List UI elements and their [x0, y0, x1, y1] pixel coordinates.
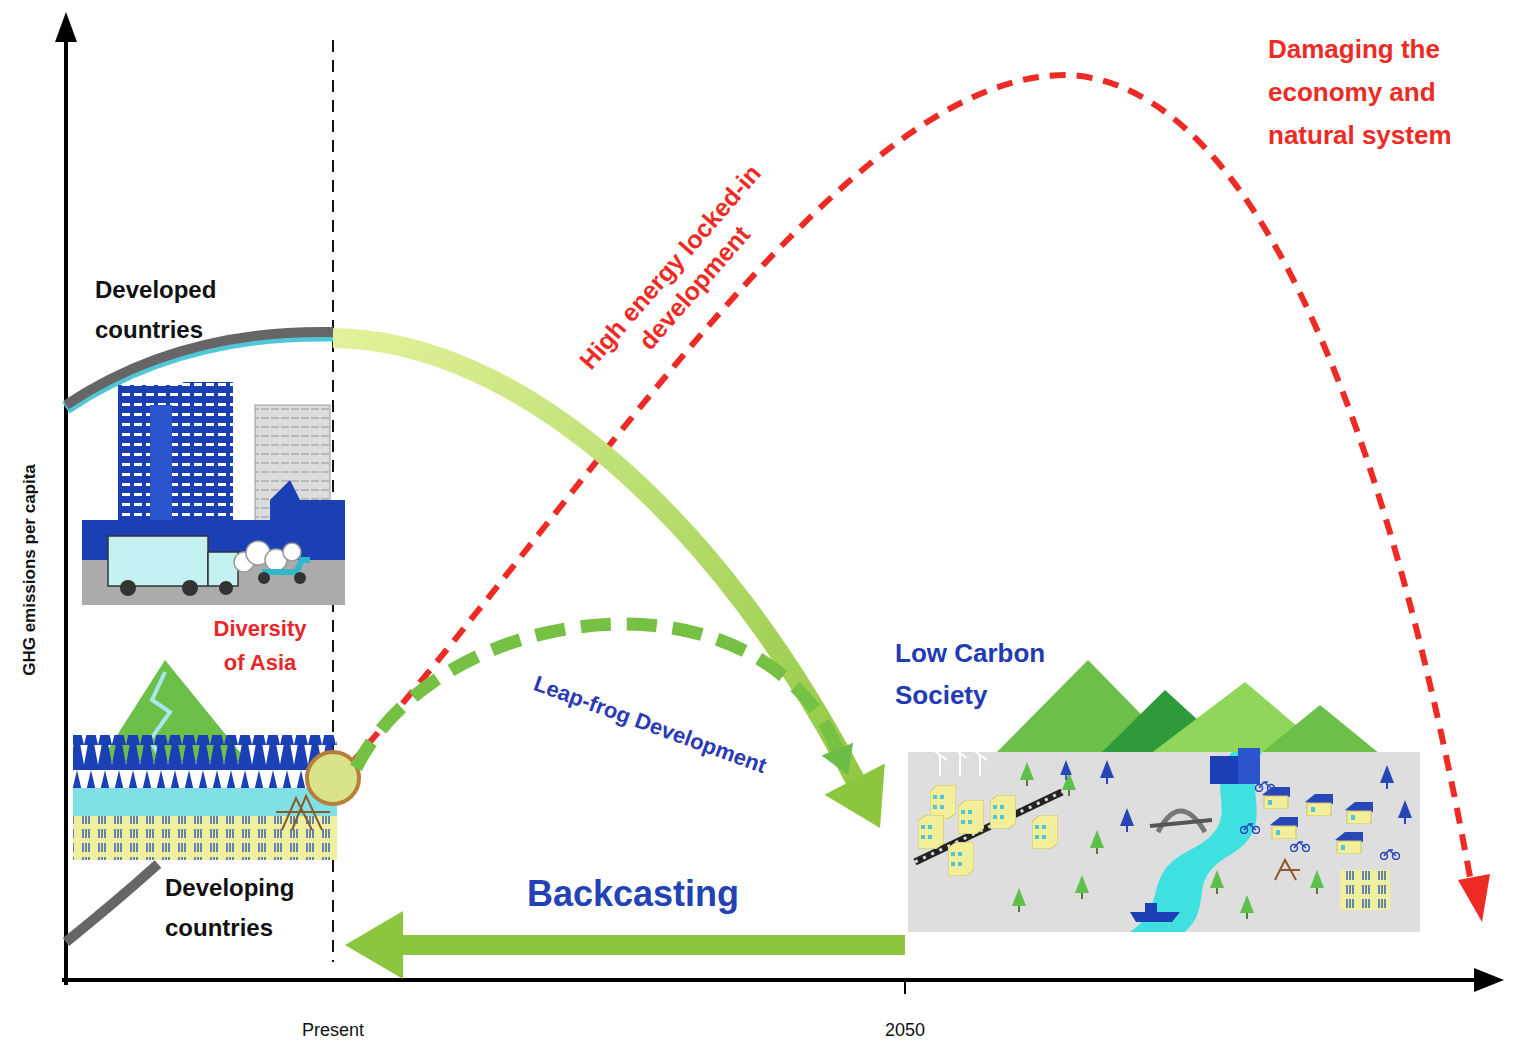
connector-line	[397, 935, 905, 955]
node-label: Low Carbon Society	[895, 632, 1085, 716]
axis-tick-label: 2050	[885, 1019, 925, 1041]
outcome-note: Damaging the economy and natural system	[1268, 28, 1453, 157]
path-label: High energy locked-in development	[566, 150, 798, 403]
axis-title-holder: GHG emissions per capita	[20, 464, 40, 676]
axis-tick-label-holder: Present	[302, 1019, 364, 1041]
arrowhead	[822, 743, 853, 775]
edge-label: Leap-frog Development	[530, 671, 770, 779]
low-carbon-illustration-node: Low Carbon Society	[890, 630, 1425, 950]
axis-title: GHG emissions per capita	[20, 464, 40, 676]
node-label: Developing countries	[165, 868, 325, 948]
trend-arrow	[333, 338, 885, 828]
outcome-note-holder: Damaging the economy and natural system	[1268, 28, 1453, 157]
node-text-holder: Developed countries	[95, 270, 255, 350]
city-illustration-node: Developed countries	[66, 270, 346, 606]
node-label: Developed countries	[95, 270, 255, 350]
backcasting-arrow	[345, 911, 905, 979]
arrowhead	[824, 764, 884, 828]
edge-label-holder: Backcasting	[527, 872, 739, 915]
arrowhead	[345, 911, 403, 979]
path-label-holder: High energy locked-in development	[566, 150, 798, 403]
node-text-holder: Low Carbon Society	[895, 632, 1085, 716]
axis-tick-label-holder: 2050	[885, 1019, 925, 1041]
node-text-holder: Developing countries	[165, 868, 325, 948]
region-note-holder: Diversity of Asia	[205, 612, 315, 680]
connector-line	[333, 338, 856, 781]
edge-label-holder: Leap-frog Development	[530, 671, 770, 779]
axis-tick-label: Present	[302, 1019, 364, 1041]
edge-label: Backcasting	[527, 872, 739, 915]
region-note: Diversity of Asia	[205, 612, 315, 680]
countryside-illustration-node: Developing countries	[70, 690, 340, 952]
